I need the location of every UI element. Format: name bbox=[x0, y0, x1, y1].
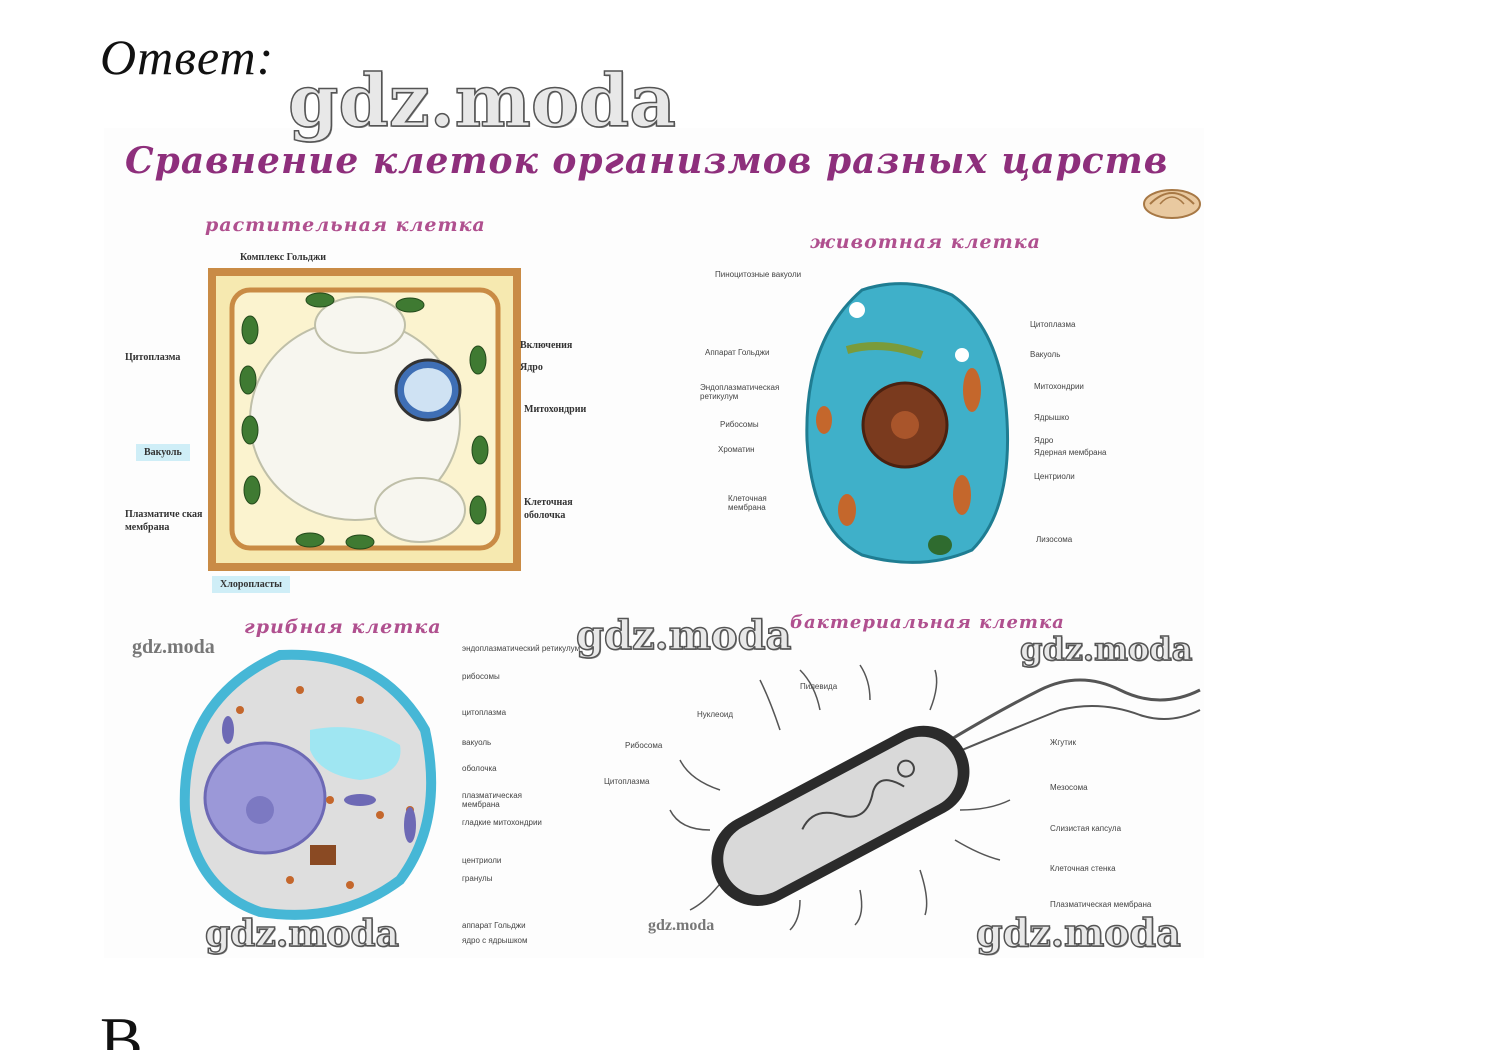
bacterial-cell-heading: бактериальная клетка bbox=[790, 612, 1065, 633]
animal-label-nucleus: Ядро bbox=[1034, 436, 1054, 445]
plant-label-vacuole: Вакуоль bbox=[136, 444, 190, 461]
plant-label-cell-wall: Клеточная оболочка bbox=[524, 497, 573, 521]
fungal-label-wall: оболочка bbox=[462, 764, 497, 773]
plant-cell-heading: растительная клетка bbox=[205, 214, 486, 236]
plant-label-inclusions: Включения bbox=[520, 340, 573, 351]
footer-partial-text: В bbox=[100, 1004, 143, 1050]
animal-label-chromatin: Хроматин bbox=[718, 445, 755, 454]
watermark-bacterial: gdz.moda bbox=[1019, 629, 1193, 669]
fungal-label-ribosomes: рибосомы bbox=[462, 672, 500, 681]
plant-label-chloroplasts: Хлоропласты bbox=[212, 576, 290, 593]
animal-label-nuclear-membrane: Ядерная мембрана bbox=[1034, 448, 1107, 457]
bacterial-label-cytoplasm: Цитоплазма bbox=[604, 777, 650, 786]
fungal-label-cytoplasm: цитоплазма bbox=[462, 708, 507, 717]
bacterial-cell-diagram bbox=[669, 664, 1201, 931]
fungal-label-vacuole: вакуоль bbox=[462, 738, 492, 747]
bacterial-label-capsule: Слизистая капсула bbox=[1050, 824, 1122, 833]
plant-label-cytoplasm: Цитоплазма bbox=[125, 352, 181, 363]
animal-label-cell-membrane: Клеточная мембрана bbox=[728, 494, 767, 512]
animal-label-lysosome: Лизосома bbox=[1036, 535, 1073, 544]
animal-label-pinocytic: Пиноцитозные вакуоли bbox=[715, 270, 802, 279]
plant-label-plasma-membrane: Плазматиче ская мембрана bbox=[125, 509, 203, 533]
fungal-label-plasma-membrane: плазматическая мембрана bbox=[462, 791, 523, 809]
bacterial-label-plasma-membrane: Плазматическая мембрана bbox=[1050, 900, 1152, 909]
animal-cell-heading: животная клетка bbox=[810, 231, 1041, 253]
figure-title: Сравнение клеток организмов разных царст… bbox=[125, 140, 1169, 182]
bacterial-label-nucleoid: Нуклеоид bbox=[697, 710, 734, 719]
fungal-label-nucleus: ядро с ядрышком bbox=[462, 936, 528, 945]
bacterial-label-ribosomes: Рибосома bbox=[625, 741, 663, 750]
watermark-fungal: gdz.moda bbox=[132, 636, 215, 658]
plant-label-mitochondria: Митохондрии bbox=[524, 404, 587, 415]
plant-label-golgi: Комплекс Гольджи bbox=[240, 252, 326, 263]
animal-cell-diagram bbox=[805, 282, 1010, 564]
fungal-label-centrioles: центриоли bbox=[462, 856, 502, 865]
fungal-label-granules: гранулы bbox=[462, 874, 493, 883]
animal-label-cytoplasm: Цитоплазма bbox=[1030, 320, 1076, 329]
watermark-bottom-left: gdz.moda bbox=[204, 912, 399, 956]
watermark-middle: gdz.moda bbox=[575, 611, 792, 660]
fungal-cell-diagram bbox=[179, 649, 437, 920]
bacterial-label-mesosome: Мезосома bbox=[1050, 783, 1088, 792]
watermark-bottom-small: gdz.moda bbox=[648, 917, 715, 934]
bacterial-label-flagella: Жгутик bbox=[1050, 738, 1076, 747]
shell-decoration bbox=[1143, 189, 1201, 219]
bacterial-label-cell-wall: Клеточная стенка bbox=[1050, 864, 1116, 873]
animal-label-centrioles: Центриоли bbox=[1034, 472, 1075, 481]
animal-label-mitochondria: Митохондрии bbox=[1034, 382, 1084, 391]
answer-label: Ответ: bbox=[100, 29, 275, 85]
plant-cell-diagram bbox=[208, 268, 521, 571]
watermark-bottom-right: gdz.moda bbox=[975, 909, 1181, 956]
watermark-top: gdz.moda bbox=[287, 57, 676, 144]
fungal-label-golgi: аппарат Гольджи bbox=[462, 921, 526, 930]
plant-label-nucleus: Ядро bbox=[520, 362, 543, 373]
fungal-label-er: эндоплазматический ретикулум bbox=[462, 644, 581, 653]
animal-label-nucleolus: Ядрышко bbox=[1034, 413, 1070, 422]
fungal-label-mitochondria: гладкие митохондрии bbox=[462, 818, 542, 827]
animal-label-ribosomes: Рибосомы bbox=[720, 420, 759, 429]
fungal-cell-heading: грибная клетка bbox=[244, 616, 442, 638]
animal-label-golgi: Аппарат Гольджи bbox=[705, 348, 770, 357]
bacterial-label-pili: Пилевида bbox=[800, 682, 838, 691]
animal-label-vacuole: Вакуоль bbox=[1030, 350, 1061, 359]
animal-label-er: Эндоплазматическая ретикулум bbox=[700, 383, 780, 401]
